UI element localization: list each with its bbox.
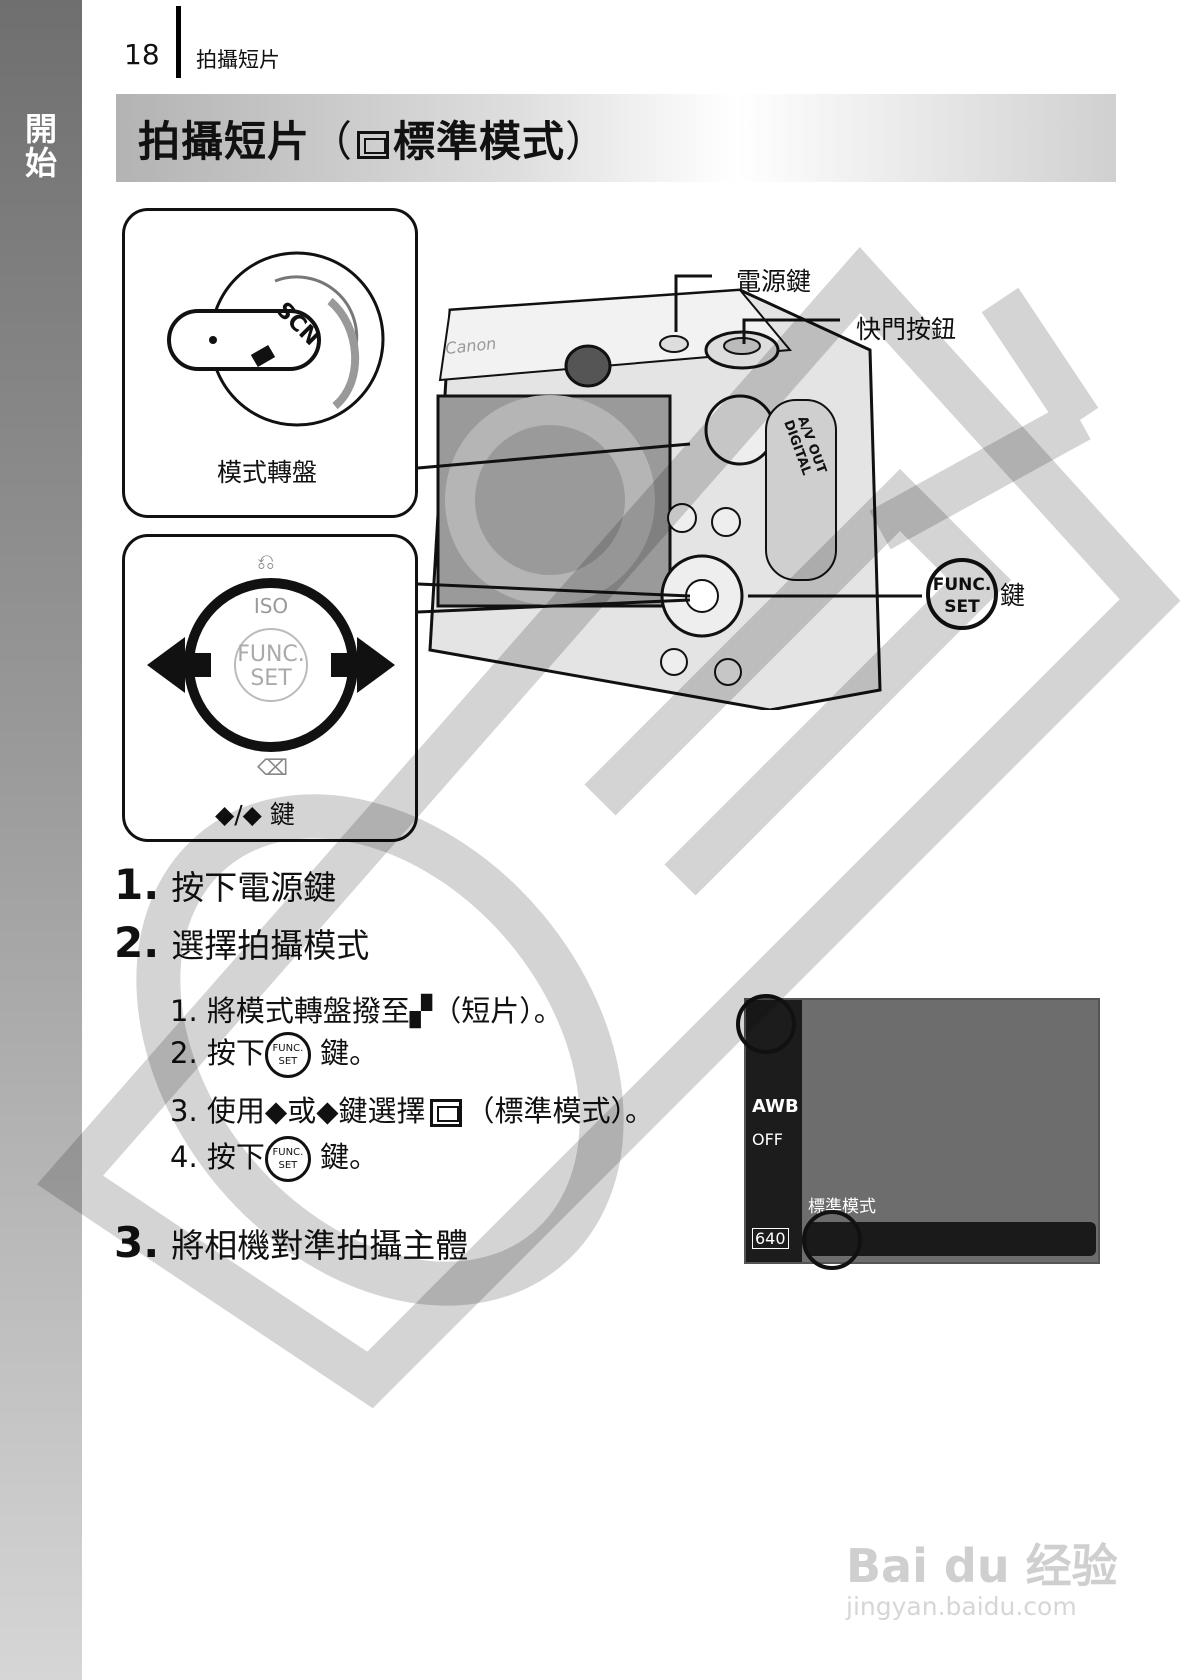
right-arrow-icon: ◆ xyxy=(316,1094,339,1128)
control-dial-illustration: ⎌ FUNC. SET ISO ⌫ xyxy=(147,550,395,781)
step-2-text: 選擇拍攝模式 xyxy=(171,926,370,965)
substep-4: 4. 按下 FUNC. SET 鍵。 xyxy=(170,1134,378,1182)
baidu-watermark: Bai du 经验 xyxy=(846,1539,1118,1593)
off-text: OFF xyxy=(752,1130,783,1149)
side-tab: 開始 xyxy=(0,0,82,1680)
step-3-text: 將相機對準拍攝主體 xyxy=(171,1226,469,1265)
mode-dial-illustration: SCN xyxy=(167,251,385,427)
func-icon-bottom: SET xyxy=(278,1160,298,1171)
title-paren-open: （ xyxy=(310,117,354,166)
step-1: 1. 按下電源鍵 xyxy=(114,860,336,909)
lcd-screen: AWB OFF 640 標準模式 xyxy=(736,994,1100,1270)
title-band: 拍攝短片（ 標準模式） xyxy=(116,94,1116,182)
highlight-circle xyxy=(736,994,796,1054)
awb-text: AWB xyxy=(752,1096,799,1117)
func-icon-bottom: SET xyxy=(278,1056,298,1067)
substep-1: 1. 將模式轉盤撥至▞（短片）。 xyxy=(170,988,563,1030)
camera-illustration: Canon A/V OUT DIGITAL xyxy=(428,288,882,710)
substep-3-post: （標準模式）。 xyxy=(465,1094,655,1128)
title-main: 拍攝短片 xyxy=(138,117,311,166)
page-title: 拍攝短片（ 標準模式） xyxy=(138,108,608,169)
step-1-text: 按下電源鍵 xyxy=(171,868,337,907)
movie-mode-icon: ▞ xyxy=(409,994,433,1028)
substep-3-text: 3. 使用 xyxy=(170,1094,265,1128)
func-icon-top: FUNC. xyxy=(272,1147,304,1158)
substep-2-post: 鍵。 xyxy=(310,1036,379,1070)
page-number: 18 xyxy=(124,38,160,71)
iso-text: ISO xyxy=(254,594,288,618)
title-mode: 標準模式 xyxy=(393,117,566,166)
section-title: 拍攝短片 xyxy=(196,48,280,72)
mode-dial-panel: SCN 模式轉盤 xyxy=(122,208,418,518)
substep-3-or: 或 xyxy=(287,1094,317,1128)
svg-text:⌫: ⌫ xyxy=(257,756,288,781)
power-key-label: 電源鍵 xyxy=(736,267,812,296)
step-1-number: 1. xyxy=(114,860,160,909)
highlight-circle xyxy=(802,1210,862,1270)
step-3-number: 3. xyxy=(114,1218,160,1267)
arrow-key-panel: ⎌ FUNC. SET ISO ⌫ ◆/◆ 鍵 xyxy=(122,534,418,842)
right-arrow-icon xyxy=(331,637,395,693)
substep-3-select: 鍵選擇 xyxy=(338,1094,426,1128)
func-set-icon: FUNC. SET xyxy=(264,1136,311,1182)
standard-movie-icon xyxy=(357,130,390,159)
func-key-bottom: SET xyxy=(944,597,980,617)
arrow-key-label: ◆/◆ 鍵 xyxy=(215,800,295,829)
title-paren-close: ） xyxy=(565,117,609,166)
mode-dial-label: 模式轉盤 xyxy=(217,458,318,487)
func-key-top: FUNC. xyxy=(933,575,992,595)
substep-3: 3. 使用◆或◆鍵選擇（標準模式）。 xyxy=(170,1088,654,1130)
func-key-label: 鍵 xyxy=(1000,581,1026,610)
func-top-text: FUNC. xyxy=(237,642,305,667)
step-2-number: 2. xyxy=(114,918,160,967)
left-arrow-icon: ◆ xyxy=(264,1094,288,1128)
substep-1-post: （短片）。 xyxy=(432,994,563,1028)
substep-1-text: 1. 將模式轉盤撥至 xyxy=(170,994,410,1028)
size-text: 640 xyxy=(752,1228,789,1249)
step-2: 2. 選擇拍攝模式 xyxy=(114,918,369,967)
svg-text:⎌: ⎌ xyxy=(257,550,275,575)
substep-4-text: 4. 按下 xyxy=(170,1140,265,1174)
callout-lines: FUNC. SET xyxy=(417,274,998,630)
substep-2-text: 2. 按下 xyxy=(170,1036,265,1070)
step-3: 3. 將相機對準拍攝主體 xyxy=(114,1218,468,1267)
func-bottom-text: SET xyxy=(250,666,292,691)
baidu-url: jingyan.baidu.com xyxy=(846,1592,1077,1621)
substep-4-post: 鍵。 xyxy=(310,1140,379,1174)
header-divider xyxy=(176,6,181,78)
left-arrow-icon xyxy=(147,637,211,693)
substep-2: 2. 按下 FUNC. SET 鍵。 xyxy=(170,1030,378,1078)
func-icon-top: FUNC. xyxy=(272,1043,304,1054)
side-tab-label: 開始 xyxy=(20,112,58,180)
standard-movie-icon xyxy=(429,1099,462,1127)
shutter-label: 快門按鈕 xyxy=(856,315,957,344)
arrow-key-text: 鍵 xyxy=(269,800,295,829)
func-set-icon: FUNC. SET xyxy=(264,1032,311,1078)
